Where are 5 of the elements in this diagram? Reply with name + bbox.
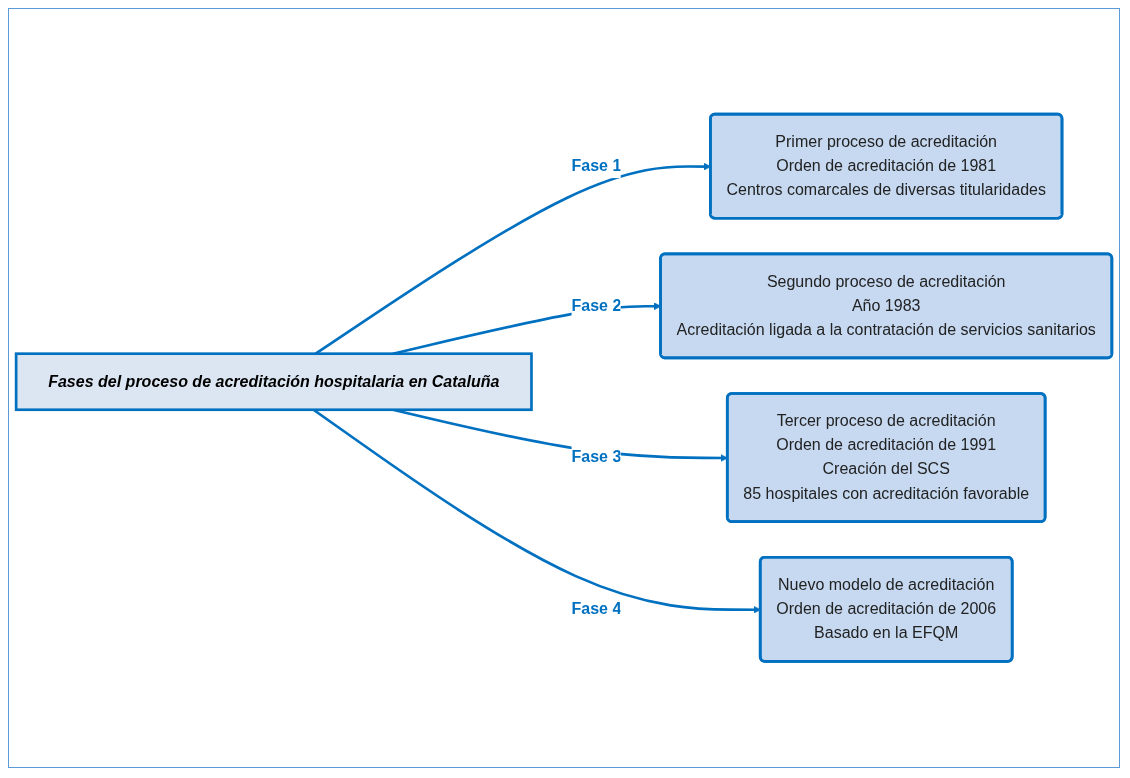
node-box: Fases del proceso de acreditación hospitalaria en Cataluña — [14, 352, 533, 412]
edge-label: Fase 4 — [571, 600, 622, 618]
edge-label: Fase 2 — [571, 296, 622, 315]
edge-label: Fase 3 — [571, 448, 622, 467]
edge-label: Fase 1 — [571, 157, 622, 175]
